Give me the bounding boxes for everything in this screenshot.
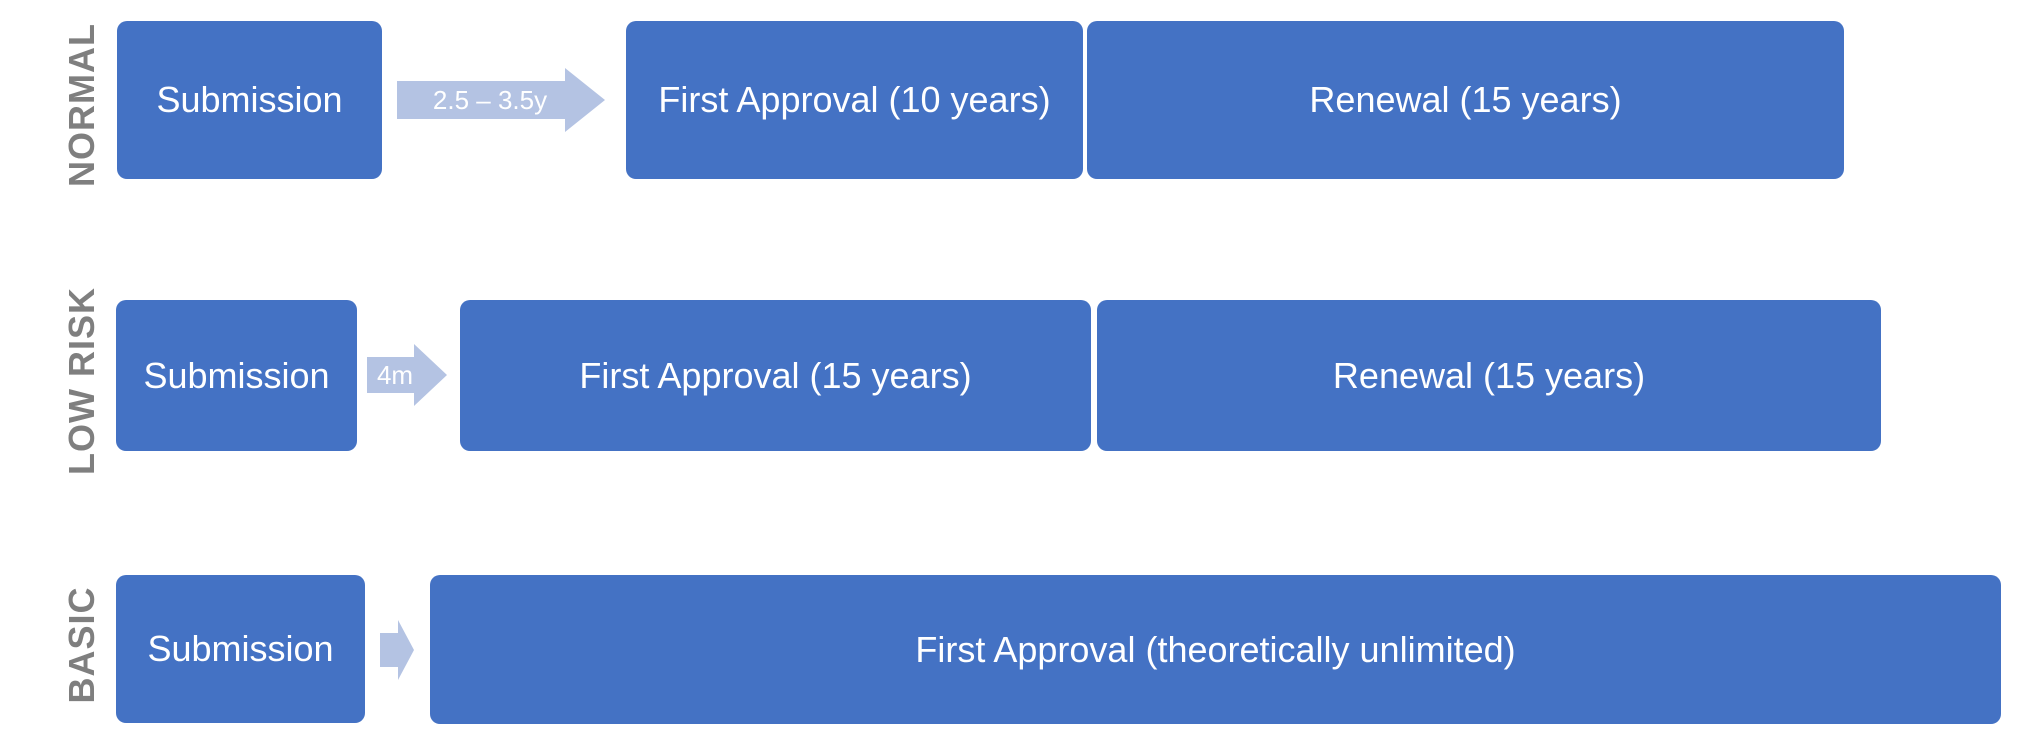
low-risk-renewal-box: Renewal (15 years) bbox=[1097, 300, 1881, 451]
normal-submission-box: Submission bbox=[117, 21, 382, 179]
right-arrow-icon bbox=[367, 344, 447, 406]
normal-renewal-box: Renewal (15 years) bbox=[1087, 21, 1844, 179]
row-label-normal-text: NORMAL bbox=[61, 23, 102, 187]
right-arrow-icon bbox=[397, 68, 605, 132]
right-arrow-icon bbox=[380, 620, 414, 680]
low-risk-submission-box: Submission bbox=[116, 300, 357, 451]
basic-submission-box: Submission bbox=[116, 575, 365, 723]
normal-duration-label: 2.5 – 3.5y bbox=[432, 84, 548, 115]
basic-first-approval-box: First Approval (theoretically unlimited) bbox=[430, 575, 2001, 724]
normal-first-approval-box: First Approval (10 years) bbox=[626, 21, 1083, 179]
row-label-low-risk-text: LOW RISK bbox=[61, 287, 102, 475]
row-label-basic-text: BASIC bbox=[61, 586, 102, 704]
low-risk-duration-arrow: 4m bbox=[367, 344, 447, 406]
low-risk-duration-label: 4m bbox=[376, 359, 414, 390]
basic-duration-arrow bbox=[380, 620, 414, 680]
low-risk-first-approval-box: First Approval (15 years) bbox=[460, 300, 1091, 451]
normal-duration-arrow: 2.5 – 3.5y bbox=[397, 68, 605, 132]
